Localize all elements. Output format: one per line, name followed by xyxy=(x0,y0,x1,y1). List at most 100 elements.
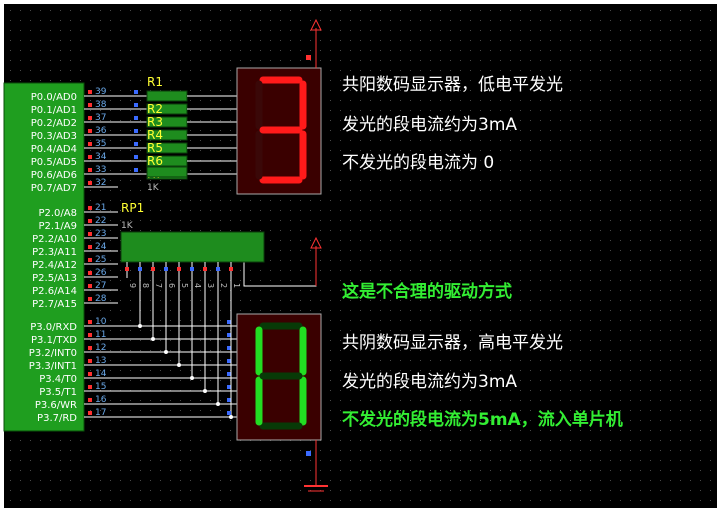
junction xyxy=(203,389,207,393)
resistor-pack-body[interactable] xyxy=(120,231,265,263)
pin-number: 21 xyxy=(95,203,106,213)
pin-number: 28 xyxy=(95,294,107,304)
annotation-line-2: 发光的段电流约为3mA xyxy=(342,115,518,135)
pin-label: P0.2/AD2 xyxy=(31,118,77,129)
pack-pin-number: 5 xyxy=(180,283,189,288)
pin-number: 37 xyxy=(95,113,106,123)
pin-marker xyxy=(88,206,92,210)
pin-label: P3.1/TXD xyxy=(31,335,77,346)
pin-number: 12 xyxy=(95,343,106,353)
pin-label: P3.2/INT0 xyxy=(29,348,77,359)
pin-marker xyxy=(88,116,92,120)
pin-number: 26 xyxy=(95,268,107,278)
resistor-body[interactable] xyxy=(146,166,188,178)
pin-label: P3.7/RD xyxy=(37,413,77,424)
pin-label: P2.0/A8 xyxy=(38,208,77,219)
pin-marker xyxy=(134,168,138,172)
pin-label: P3.5/T1 xyxy=(39,387,77,398)
pin-label: P0.0/AD0 xyxy=(31,92,77,103)
pin-number: 33 xyxy=(95,165,106,175)
pin-label: P0.6/AD6 xyxy=(31,170,77,181)
pin-number: 24 xyxy=(95,242,107,252)
resistor-label: R5 xyxy=(147,141,163,155)
pin-number: 13 xyxy=(95,356,106,366)
pin-marker xyxy=(229,267,233,271)
pin-marker xyxy=(134,116,138,120)
resistor-label: R6 xyxy=(147,154,163,168)
pin-number: 34 xyxy=(95,152,107,162)
pin-number: 14 xyxy=(95,369,107,379)
pin-number: 39 xyxy=(95,87,107,97)
pack-pin-number: 4 xyxy=(193,283,202,288)
pin-marker xyxy=(134,103,138,107)
pack-pin-number: 9 xyxy=(128,283,137,288)
pin-marker xyxy=(306,451,311,456)
pin-number: 25 xyxy=(95,255,106,265)
pin-label: P3.6/WR xyxy=(35,400,77,411)
junction xyxy=(151,337,155,341)
pin-marker xyxy=(177,267,181,271)
pin-number: 11 xyxy=(95,330,106,340)
pin-marker xyxy=(216,267,220,271)
pin-marker xyxy=(164,267,168,271)
power-terminals xyxy=(304,18,328,492)
pack-pin-number: 7 xyxy=(154,283,163,288)
pin-label: P2.7/A15 xyxy=(32,299,77,310)
mcu-body[interactable] xyxy=(3,82,85,432)
pin-number: 10 xyxy=(95,317,107,327)
pin-marker xyxy=(88,168,92,172)
resistor-label: R2 xyxy=(147,102,163,116)
pin-number: 38 xyxy=(95,100,107,110)
pin-number: 22 xyxy=(95,216,106,226)
pin-marker xyxy=(227,385,231,389)
pin-number: 36 xyxy=(95,126,107,136)
pin-marker xyxy=(88,103,92,107)
seven-segment-common-anode[interactable] xyxy=(236,67,322,195)
pin-label: P2.5/A13 xyxy=(32,273,77,284)
pack-pin-number: 1 xyxy=(232,283,241,288)
pin-marker xyxy=(125,267,129,271)
resistor-body[interactable] xyxy=(146,90,188,102)
pin-marker xyxy=(88,346,92,350)
pin-label: P2.6/A14 xyxy=(32,286,77,297)
junction xyxy=(164,350,168,354)
pin-marker xyxy=(203,267,207,271)
pin-marker xyxy=(88,90,92,94)
junction xyxy=(177,363,181,367)
pin-marker xyxy=(134,155,138,159)
pin-label: P3.3/INT1 xyxy=(29,361,77,372)
pin-marker xyxy=(88,297,92,301)
pin-number: 35 xyxy=(95,139,106,149)
resistor-array-name: R1 xyxy=(147,75,163,89)
resistor-label: R3 xyxy=(147,115,163,129)
pin-marker xyxy=(134,90,138,94)
pack-pin-number: 6 xyxy=(167,283,176,288)
pin-number: 32 xyxy=(95,178,106,188)
pin-marker xyxy=(134,129,138,133)
pin-marker xyxy=(88,284,92,288)
pin-marker xyxy=(138,267,142,271)
junction xyxy=(190,376,194,380)
pin-marker xyxy=(151,267,155,271)
pin-marker xyxy=(227,398,231,402)
seven-segment-common-cathode[interactable] xyxy=(236,313,322,441)
pin-marker xyxy=(190,267,194,271)
resistor-array-r1[interactable]: R1R2R3R4R5R6R71K xyxy=(118,75,237,193)
annotation-line-1: 共阳数码显示器，低电平发光 xyxy=(342,75,563,95)
pack-pin-number: 2 xyxy=(219,283,228,288)
annotation-line-3: 不发光的段电流为 0 xyxy=(342,153,495,173)
pin-marker xyxy=(227,372,231,376)
pin-number: 17 xyxy=(95,408,106,418)
pin-number: 23 xyxy=(95,229,106,239)
pin-label: P3.0/RXD xyxy=(30,322,77,333)
pin-marker xyxy=(88,232,92,236)
pin-marker xyxy=(88,155,92,159)
pin-marker xyxy=(88,398,92,402)
pin-marker xyxy=(88,258,92,262)
pin-marker xyxy=(88,385,92,389)
pack-pin-number: 3 xyxy=(206,283,215,288)
